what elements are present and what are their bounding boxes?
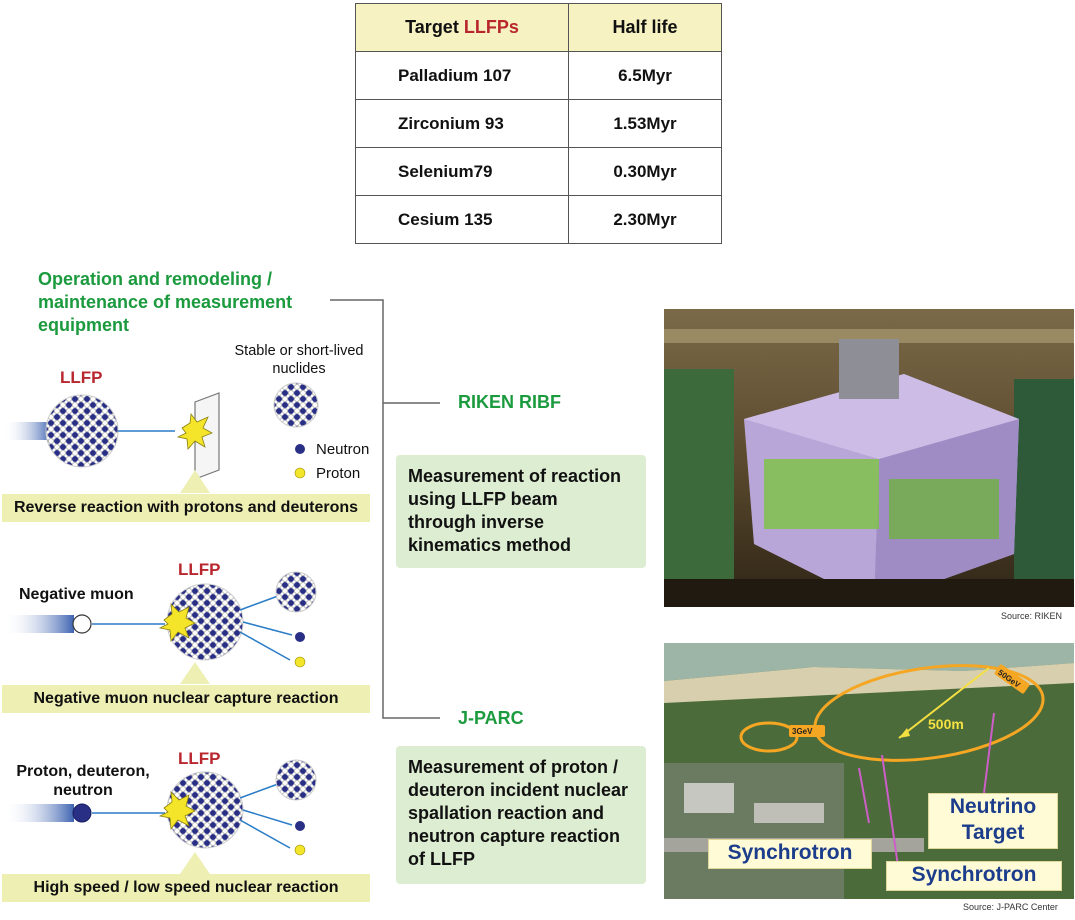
synchrotron-tag-left: Synchrotron: [708, 839, 872, 869]
stable-nuclides-label: Stable or short-lived nuclides: [234, 343, 364, 377]
jparc-label: J-PARC: [458, 708, 524, 728]
jparc-measurement-box: Measurement of proton / deuteron inciden…: [396, 746, 646, 884]
riken-label: RIKEN RIBF: [458, 392, 561, 412]
header-target: Target LLFPs: [355, 3, 569, 52]
muon-capture-diagram: [4, 571, 317, 684]
half-life-cell: 6.5Myr: [568, 51, 722, 100]
reverse-reaction-diagram: [4, 382, 319, 493]
table-row: Palladium 107 6.5Myr: [355, 51, 722, 100]
operation-heading: Operation and remodeling / maintenance o…: [38, 269, 293, 335]
nuclide-cell: Zirconium 93: [355, 99, 569, 148]
riken-source: Source: RIKEN: [1001, 611, 1063, 621]
muon-capture-caption: Negative muon nuclear capture reaction: [2, 685, 370, 713]
riken-photo-illustration: [664, 309, 1074, 607]
table-row: Cesium 135 2.30Myr: [355, 195, 722, 244]
llfp-label-1: LLFP: [60, 368, 103, 387]
neutron-legend: Neutron: [316, 441, 370, 458]
nuclear-reaction-caption: High speed / low speed nuclear reaction: [2, 874, 370, 902]
llfp-label-2: LLFP: [178, 560, 221, 579]
connector-lines: [330, 299, 440, 719]
jparc-source: Source: J-PARC Center: [963, 902, 1058, 912]
negative-muon-label: Negative muon: [19, 586, 134, 603]
nuclide-cell: Cesium 135: [355, 195, 569, 244]
llfp-label-3: LLFP: [178, 749, 221, 768]
riken-ribf-photo: [664, 309, 1074, 607]
jparc-aerial-photo: 3GeV 50GeV 500m Neutrino Target Synchrot…: [664, 643, 1074, 899]
distance-label: 500m: [928, 716, 964, 732]
nuclide-cell: Palladium 107: [355, 51, 569, 100]
half-life-cell: 1.53Myr: [568, 99, 722, 148]
header-target-highlight: LLFPs: [463, 17, 519, 37]
table-row: Zirconium 93 1.53Myr: [355, 99, 722, 148]
nuclear-reaction-diagram: [4, 759, 317, 874]
proton-legend: Proton: [316, 465, 361, 482]
half-life-cell: 2.30Myr: [568, 195, 722, 244]
nuclide-cell: Selenium79: [355, 147, 569, 196]
riken-measurement-box: Measurement of reaction using LLFP beam …: [396, 455, 646, 568]
table-header-row: Target LLFPs Half life: [355, 3, 722, 52]
header-half-life: Half life: [568, 3, 722, 52]
reverse-reaction-caption: Reverse reaction with protons and deuter…: [2, 494, 370, 522]
particle-label: Proton, deuteron, neutron: [16, 763, 150, 799]
ring-3gev-label: 3GeV: [792, 727, 813, 736]
llfp-table: Target LLFPs Half life Palladium 107 6.5…: [355, 3, 722, 244]
synchrotron-tag-right: Synchrotron: [886, 861, 1062, 891]
neutrino-target-tag: Neutrino Target: [928, 793, 1058, 849]
